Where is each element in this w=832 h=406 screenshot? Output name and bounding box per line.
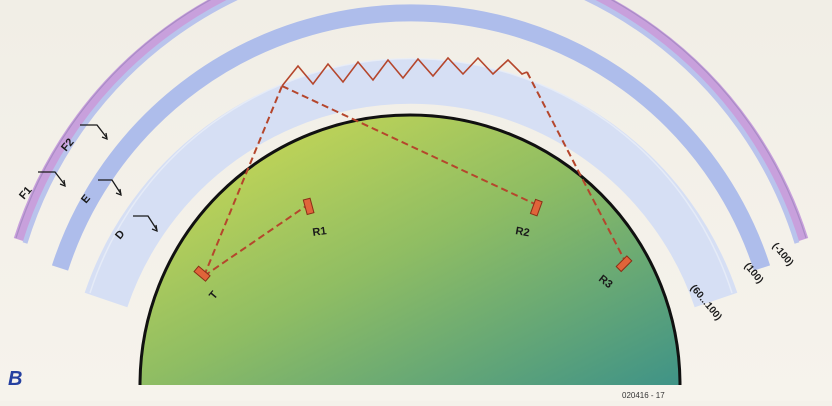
- ray-t-up: [203, 85, 283, 277]
- layer-f1: [22, 0, 800, 244]
- station-r3: [615, 255, 633, 273]
- ray-up-r3: [526, 71, 627, 264]
- layer-d: [84, 58, 738, 308]
- station-t: [193, 265, 211, 282]
- ionosphere-layers: [13, 0, 809, 308]
- layer-arrows: [38, 124, 158, 233]
- figure-code: 020416 - 17: [622, 391, 665, 400]
- skip-zigzag: [281, 56, 528, 87]
- layer-f2: [13, 0, 809, 242]
- radio-rays: [203, 71, 627, 277]
- label-r1: R1: [312, 225, 328, 239]
- figure-label: B: [8, 368, 22, 390]
- station-r2: [529, 198, 543, 217]
- earth: [138, 113, 682, 386]
- label-r2: R2: [514, 225, 530, 239]
- station-r1: [302, 197, 315, 216]
- layer-e: [51, 4, 771, 271]
- ray-down-r2: [281, 85, 538, 206]
- stations: [193, 197, 633, 282]
